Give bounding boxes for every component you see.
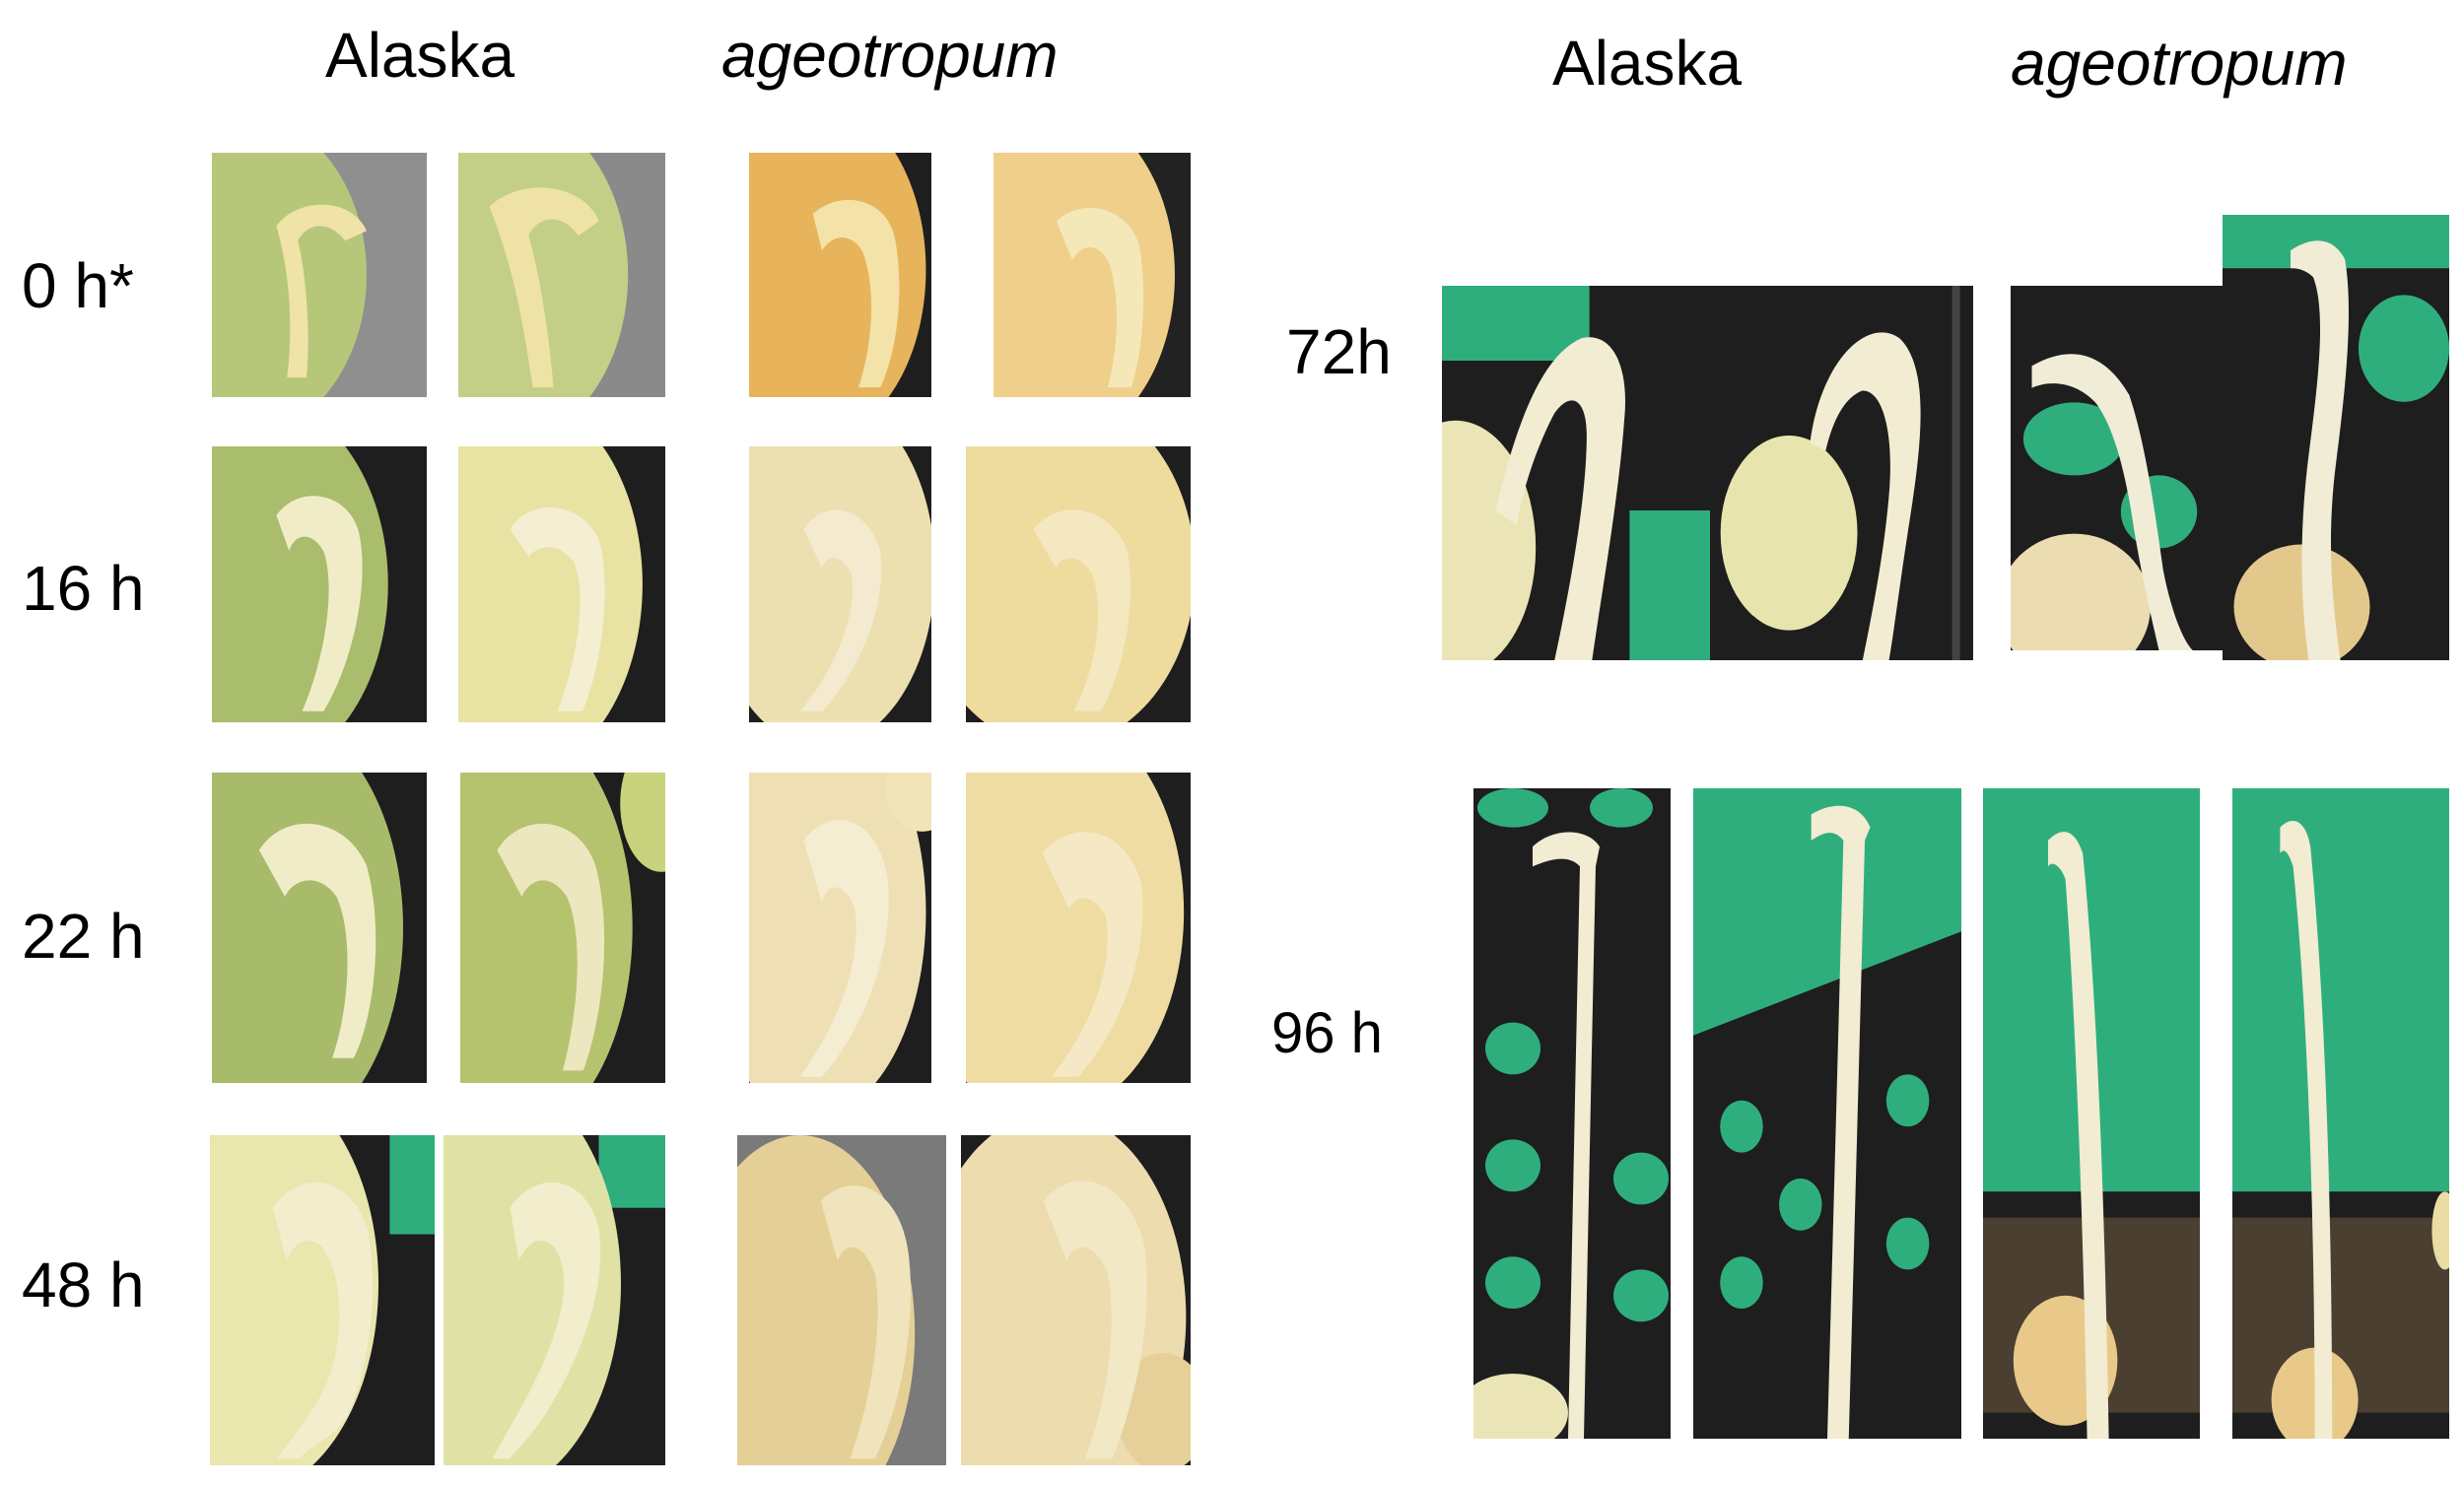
row-label-96h: 96 h — [1271, 1001, 1383, 1065]
row-label-22h: 22 h — [22, 901, 145, 972]
photo-48h-ageotropum-1 — [737, 1135, 946, 1465]
photo-48h-alaska-2 — [444, 1135, 665, 1465]
photo-16h-ageotropum-1 — [749, 446, 931, 722]
photo-0h-ageotropum-1 — [749, 153, 931, 397]
left-header-alaska: Alaska — [325, 20, 515, 91]
photo-22h-alaska-1 — [212, 773, 427, 1083]
left-header-ageotropum: ageotropum — [721, 20, 1059, 91]
photo-16h-ageotropum-2 — [966, 446, 1191, 722]
right-header-alaska: Alaska — [1552, 28, 1743, 99]
photo-22h-alaska-2 — [460, 773, 665, 1083]
photo-22h-ageotropum-2 — [966, 773, 1191, 1083]
photo-16h-alaska-2 — [458, 446, 665, 722]
photo-72h-ageotropum-2 — [2223, 215, 2449, 660]
photo-72h-alaska-2 — [1710, 286, 1973, 660]
photo-72h-ageotropum-1 — [2011, 286, 2223, 650]
photo-96h-alaska-1 — [1473, 788, 1671, 1439]
photo-96h-ageotropum-2 — [2232, 788, 2449, 1439]
photo-0h-ageotropum-2 — [993, 153, 1191, 397]
photo-0h-alaska-2 — [458, 153, 665, 397]
photo-0h-alaska-1 — [212, 153, 427, 397]
row-label-16h: 16 h — [22, 553, 145, 624]
right-header-ageotropum: ageotropum — [2011, 28, 2348, 99]
photo-48h-ageotropum-2 — [961, 1135, 1191, 1465]
photo-96h-ageotropum-1 — [1983, 788, 2200, 1439]
row-label-48h: 48 h — [22, 1249, 145, 1320]
row-label-72h: 72h — [1286, 316, 1392, 387]
row-label-0h: 0 h* — [22, 250, 134, 321]
photo-72h-alaska-1 — [1442, 286, 1710, 660]
photo-48h-alaska-1 — [210, 1135, 435, 1465]
photo-96h-alaska-2 — [1693, 788, 1961, 1439]
photo-16h-alaska-1 — [212, 446, 427, 722]
photo-22h-ageotropum-1 — [749, 773, 931, 1083]
